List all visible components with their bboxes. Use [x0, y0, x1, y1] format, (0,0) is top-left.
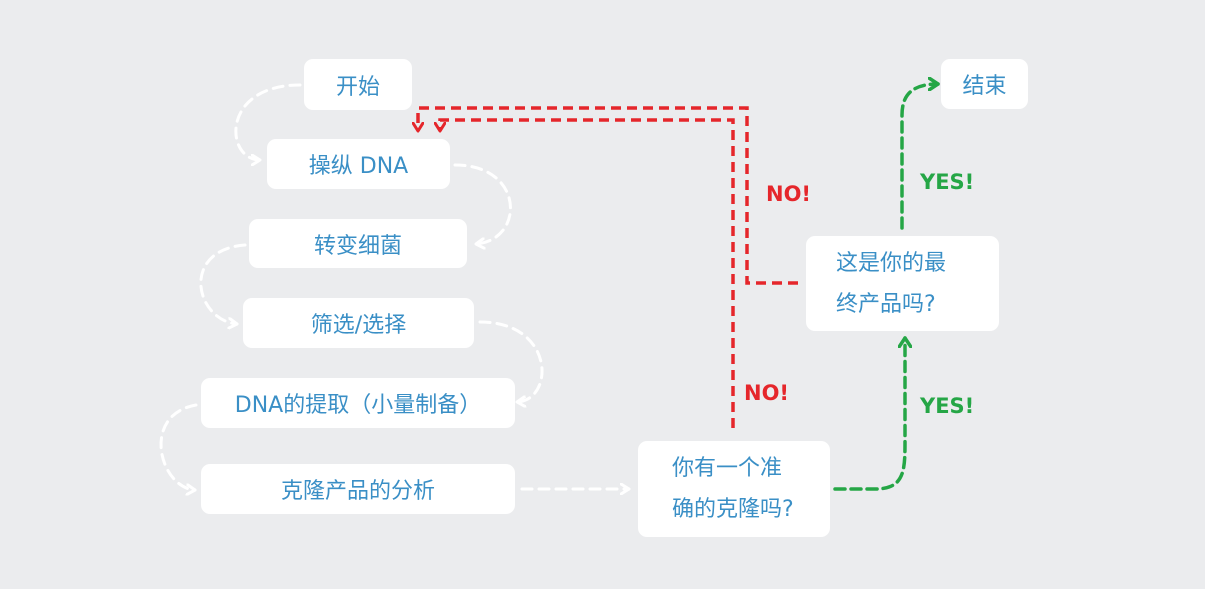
- arrow-transform-to-screen: [199, 243, 247, 324]
- step-dna-extraction-label: DNA的提取（小量制备）: [234, 393, 482, 418]
- decision-correct-clone-line1: 你有一个准: [672, 456, 783, 481]
- decision-correct-clone-line2: 确的克隆吗?: [672, 497, 794, 522]
- step-dna-extraction: DNA的提取（小量制备）: [201, 378, 515, 428]
- no-arrow-from-correct-clone: [440, 118, 735, 428]
- step-screen-select: 筛选/选择: [243, 298, 474, 348]
- decision-final-product-line2: 终产品吗?: [836, 291, 936, 317]
- step-clone-analysis-label: 克隆产品的分析: [280, 479, 435, 504]
- arrow-start-to-manipulate: [234, 83, 302, 160]
- yes-arrow-to-final-product: [833, 336, 905, 491]
- step-manipulate-dna-label: 操纵 DNA: [308, 154, 409, 179]
- step-clone-analysis: 克隆产品的分析: [201, 464, 515, 514]
- arrow-screen-to-extraction: [478, 320, 544, 402]
- yes-arrow-to-end: [900, 84, 940, 230]
- step-screen-select-label: 筛选/选择: [310, 313, 407, 338]
- no-arrow-from-final-product: [418, 106, 798, 285]
- yes-label-upper: YES!: [920, 170, 975, 194]
- no-label-lower: NO!: [744, 381, 790, 405]
- step-transform-bacteria: 转变细菌: [249, 219, 467, 268]
- yes-label-lower: YES!: [920, 394, 975, 418]
- arrow-extraction-to-analysis: [159, 403, 198, 490]
- no-label-upper: NO!: [766, 182, 812, 206]
- decision-final-product: 这是你的最 终产品吗?: [806, 236, 999, 331]
- step-start: 开始: [304, 59, 412, 110]
- step-end-label: 结束: [962, 74, 1007, 99]
- step-start-label: 开始: [335, 74, 380, 100]
- arrow-manipulate-to-transform: [453, 163, 512, 244]
- step-manipulate-dna: 操纵 DNA: [267, 139, 450, 189]
- decision-correct-clone: 你有一个准 确的克隆吗?: [638, 441, 830, 537]
- step-transform-bacteria-label: 转变细菌: [313, 233, 402, 259]
- step-end: 结束: [941, 59, 1028, 109]
- decision-final-product-line1: 这是你的最: [836, 250, 947, 276]
